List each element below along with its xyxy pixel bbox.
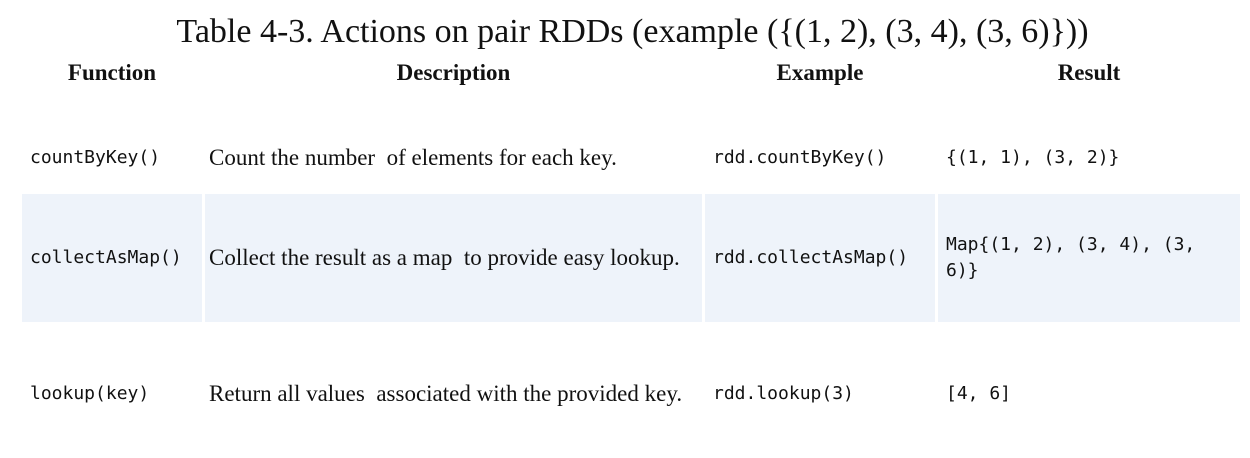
result-value: Map{(1, 2), (3, 4), (3, 6)}: [946, 234, 1207, 281]
table-header-row: Function Description Example Result: [22, 56, 1240, 90]
example-code: rdd.countByKey(): [713, 147, 887, 168]
header-function: Function: [67, 60, 157, 85]
example-code: rdd.lookup(3): [713, 383, 854, 404]
result-value: {(1, 1), (3, 2)}: [946, 147, 1120, 168]
table-row: collectAsMap() Collect the result as a m…: [22, 194, 1240, 322]
result-value: [4, 6]: [946, 383, 1012, 404]
description-text: Collect the result as a map to provide e…: [209, 245, 680, 270]
header-description: Description: [396, 60, 511, 85]
header-result: Result: [1057, 60, 1121, 85]
result-cell: Map{(1, 2), (3, 4), (3, 6)}: [938, 194, 1240, 322]
example-cell: rdd.countByKey(): [705, 94, 935, 222]
function-name: countByKey(): [30, 147, 161, 168]
result-cell: {(1, 1), (3, 2)}: [938, 94, 1240, 222]
description-cell: Return all values associated with the pr…: [205, 330, 702, 458]
description-cell: Collect the result as a map to provide e…: [205, 194, 702, 322]
function-cell: countByKey(): [22, 94, 202, 222]
table-title: Table 4-3. Actions on pair RDDs (example…: [176, 13, 1089, 50]
description-text: Return all values associated with the pr…: [209, 381, 683, 406]
function-cell: collectAsMap(): [22, 194, 202, 322]
table-row: lookup(key) Return all values associated…: [22, 330, 1240, 458]
function-cell: lookup(key): [22, 330, 202, 458]
example-cell: rdd.collectAsMap(): [705, 194, 935, 322]
result-cell: [4, 6]: [938, 330, 1240, 458]
table-row: countByKey() Count the number of element…: [22, 94, 1240, 222]
function-name: lookup(key): [30, 383, 150, 404]
function-name: collectAsMap(): [30, 247, 182, 268]
header-example: Example: [776, 60, 864, 85]
description-cell: Count the number of elements for each ke…: [205, 94, 702, 222]
example-code: rdd.collectAsMap(): [713, 247, 909, 268]
description-text: Count the number of elements for each ke…: [209, 145, 617, 170]
example-cell: rdd.lookup(3): [705, 330, 935, 458]
